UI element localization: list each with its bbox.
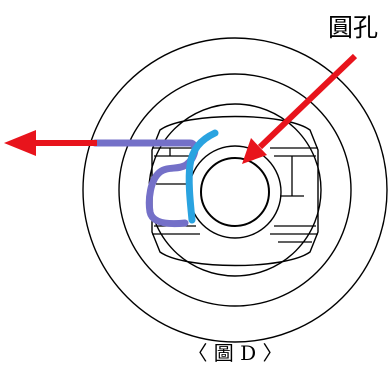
- primary-route-path: [91, 139, 199, 228]
- hole-label: 圓孔: [328, 13, 378, 42]
- outer-ring: [82, 37, 388, 343]
- hub-ring: [188, 145, 282, 239]
- figure-caption: 〈 圖 D 〉: [187, 341, 282, 365]
- round-hole: [200, 157, 270, 227]
- inner-housing: [151, 115, 319, 267]
- middle-ring: [118, 73, 352, 307]
- hole-arrow-head: [242, 138, 267, 164]
- inner-ring: [148, 103, 322, 277]
- hole-arrow-shaft: [257, 53, 358, 150]
- left-arrow: [4, 130, 97, 156]
- hole-pointer-arrow: [242, 53, 358, 164]
- left-arrow-head: [4, 130, 36, 156]
- right-notches: [270, 147, 318, 243]
- secondary-route-path: [185, 129, 219, 224]
